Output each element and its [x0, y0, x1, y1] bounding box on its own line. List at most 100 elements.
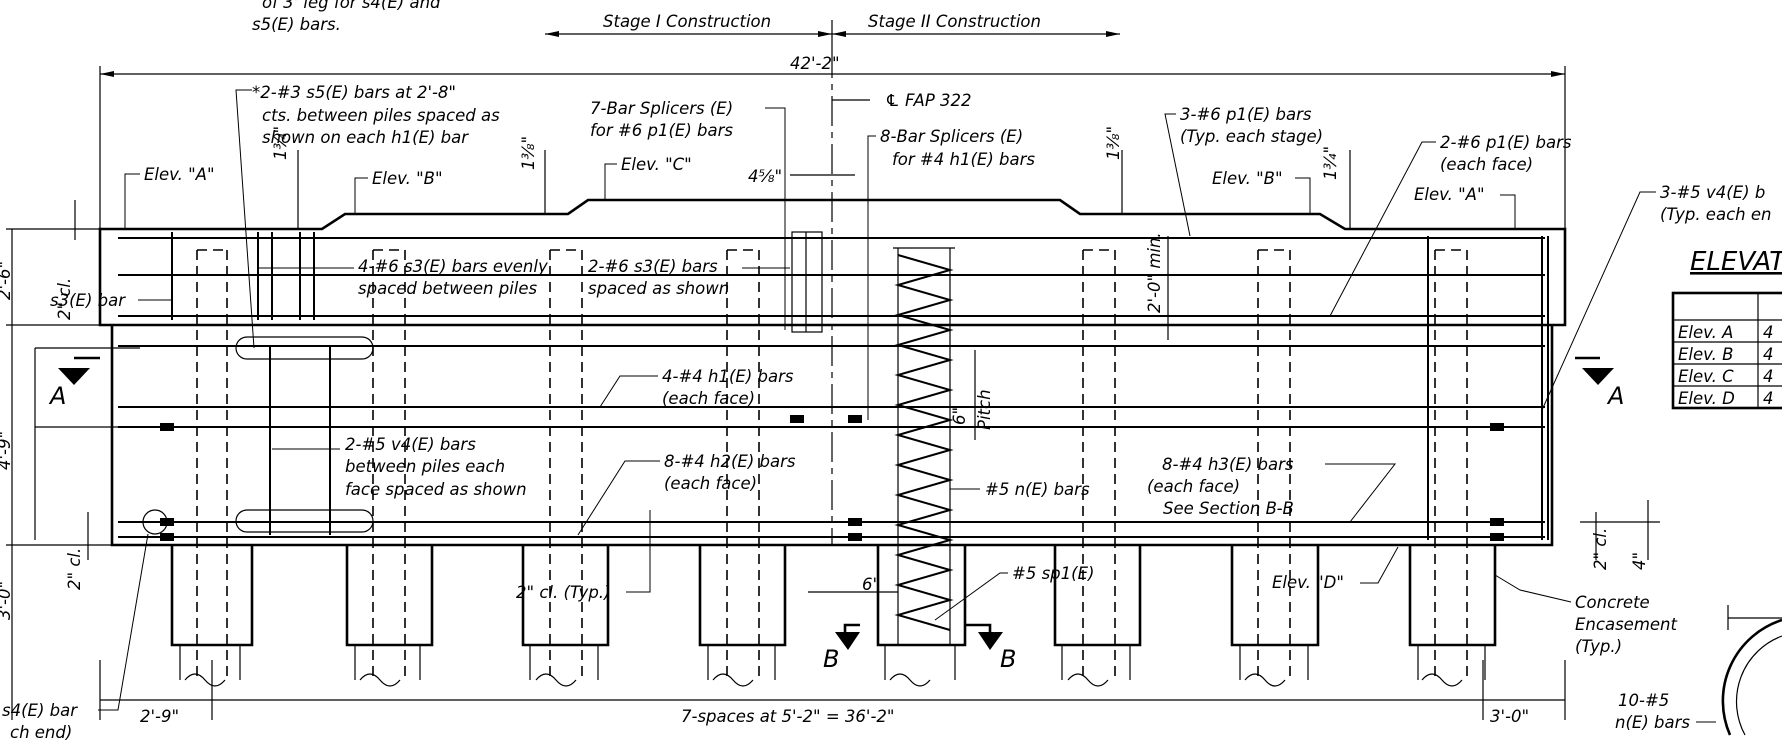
- s5-bar-oval-bottom: [235, 509, 374, 533]
- s3-even-line-2: spaced between piles: [358, 279, 538, 298]
- sp1-label: #5 sp1(E): [1012, 564, 1094, 583]
- dim-6-label: 6": [862, 575, 880, 594]
- dim-4-right: 4": [1630, 552, 1649, 570]
- pile-8: [1408, 545, 1497, 647]
- elev-c: Elev. "C": [621, 155, 692, 174]
- pile-5: [876, 545, 967, 647]
- note-s5-leader: [235, 89, 255, 349]
- elev-c-leader: [604, 163, 617, 199]
- table-row-2-value: 4: [1763, 345, 1774, 364]
- h3-line-1: 8-#4 h3(E) bars: [1162, 455, 1294, 474]
- h2-line-1: 8-#4 h2(E) bars: [664, 452, 796, 471]
- h1-line-1: 4-#4 h1(E) bars: [662, 367, 794, 386]
- section-a-right-label: A: [1606, 382, 1624, 410]
- bar-splicers: [160, 231, 1504, 541]
- section-a-right-arrow: [1582, 368, 1614, 385]
- note-s5-line-2: cts. between piles spaced as: [262, 106, 500, 125]
- h1-leader: [599, 375, 658, 408]
- s4-bar-circle: [142, 509, 168, 535]
- p1-typ-leader: [1164, 113, 1191, 237]
- table-row-1-label: Elev. A: [1678, 323, 1733, 342]
- left-dimensions: [6, 200, 140, 720]
- splicer-h1-line-1: 8-Bar Splicers (E): [880, 127, 1023, 146]
- encasement-line-3: (Typ.): [1575, 637, 1622, 656]
- dim-4-5-8: 4⅝": [748, 167, 782, 186]
- s3-bar-label: s3(E) bar: [50, 291, 126, 310]
- p1-face-line-2: (each face): [1440, 155, 1533, 174]
- splicer-h1-leader: [867, 135, 876, 420]
- dim-3-0-left: 3'-0": [0, 581, 14, 620]
- dim-2cl-right: 2" cl.: [1591, 528, 1610, 570]
- encasement-line-2: Encasement: [1575, 615, 1677, 634]
- table-row-3-label: Elev. C: [1678, 367, 1734, 386]
- elev-a-right: Elev. "A": [1414, 185, 1485, 204]
- pile-embedment-lines: [196, 249, 1468, 680]
- pile-3: [521, 545, 610, 647]
- v4-between-line-1: 2-#5 v4(E) bars: [345, 435, 476, 454]
- s3-even-line-1: 4-#6 s3(E) bars evenly: [358, 257, 548, 276]
- section-a-left-arrow: [58, 368, 90, 385]
- splicer-h1-line-2: for #4 h1(E) bars: [892, 150, 1035, 169]
- splicer-p1-line-2: for #6 p1(E) bars: [590, 121, 733, 140]
- cl-typ-label: 2" cl. (Typ.): [516, 583, 610, 602]
- dim-spaces: 7-spaces at 5'-2" = 36'-2": [681, 707, 895, 726]
- h2-line-2: (each face): [664, 474, 757, 493]
- splicer-p1-line-1: 7-Bar Splicers (E): [590, 99, 733, 118]
- dim-2-9: 2'-9": [140, 707, 179, 726]
- section-b-left-arrow: [835, 632, 860, 650]
- elev-a-left: Elev. "A": [144, 165, 215, 184]
- note-s5-line-1: *2-#3 s5(E) bars at 2'-8": [252, 83, 456, 102]
- p1-face-line-1: 2-#6 p1(E) bars: [1440, 133, 1572, 152]
- s3-shown-line-1: 2-#6 s3(E) bars: [588, 257, 718, 276]
- pile-7: [1230, 545, 1320, 647]
- pile-2: [345, 545, 434, 647]
- dim-1-3-4-left: 1¾": [271, 126, 290, 160]
- overall-dimension: 42'-2": [790, 54, 840, 73]
- dim-2cl-top-left: 2" cl.: [55, 278, 74, 320]
- section-b-right-label: B: [1000, 645, 1016, 673]
- elev-d: Elev. "D": [1272, 573, 1344, 592]
- note-s5-line-3: shown on each h1(E) bar: [262, 128, 469, 147]
- elev-b-right: Elev. "B": [1212, 169, 1283, 188]
- pile-6: [1053, 545, 1142, 647]
- section-a-left-label: A: [48, 382, 66, 410]
- elevation-table-title: ELEVAT: [1690, 247, 1782, 277]
- dim-1-3-8-right: 1⅜": [1104, 126, 1123, 160]
- column-section-circle: [1721, 618, 1782, 736]
- stage-2-label: Stage II Construction: [868, 12, 1041, 31]
- n-section-line-1: 10-#5: [1618, 691, 1669, 710]
- pitch-label: Pitch: [975, 389, 994, 430]
- encasement-line-1: Concrete: [1575, 593, 1650, 612]
- centerline-label: ℄ FAP 322: [885, 91, 972, 110]
- n-bars-label: #5 n(E) bars: [985, 480, 1090, 499]
- pile-group: [170, 545, 1497, 647]
- table-row-2-label: Elev. B: [1678, 345, 1733, 364]
- pile-bottom-breaks: [179, 645, 1486, 687]
- h3-line-2: (each face): [1147, 477, 1240, 496]
- dim-1-3-4-right: 1¾": [1321, 146, 1340, 180]
- h3-line-3: See Section B-B: [1163, 499, 1294, 518]
- section-b-right-arrow: [978, 632, 1003, 650]
- s4-end-line-2: ch end): [10, 723, 72, 740]
- top-note-line-2: s5(E) bars.: [252, 15, 341, 34]
- cl-typ-leader: [626, 510, 651, 593]
- table-row-4-value: 4: [1763, 389, 1774, 408]
- pile-4: [698, 545, 787, 647]
- sp1-leader: [934, 572, 1008, 621]
- v4-between-line-2: between piles each: [345, 457, 505, 476]
- h1-line-2: (each face): [662, 389, 755, 408]
- dim-4-9: 4'-9": [0, 431, 14, 470]
- dim-2cl-bottom-left: 2" cl.: [65, 548, 84, 590]
- p1-typ-line-2: (Typ. each stage): [1180, 127, 1323, 146]
- elev-b-left-leader: [354, 177, 368, 213]
- lower-cap-outline: [110, 325, 1554, 547]
- table-row-3-value: 4: [1763, 367, 1774, 386]
- v4-end-line-2: (Typ. each en: [1660, 205, 1771, 224]
- stirrups-left: [171, 232, 1549, 540]
- elev-d-leader: [1360, 546, 1399, 584]
- elevation-table: Elev. A Elev. B Elev. C Elev. D 4 4 4 4: [1671, 291, 1782, 410]
- s3-shown-line-2: spaced as shown: [588, 279, 729, 298]
- column-section-inner-circle: [1735, 635, 1782, 736]
- s5-bar-oval-top: [235, 336, 374, 360]
